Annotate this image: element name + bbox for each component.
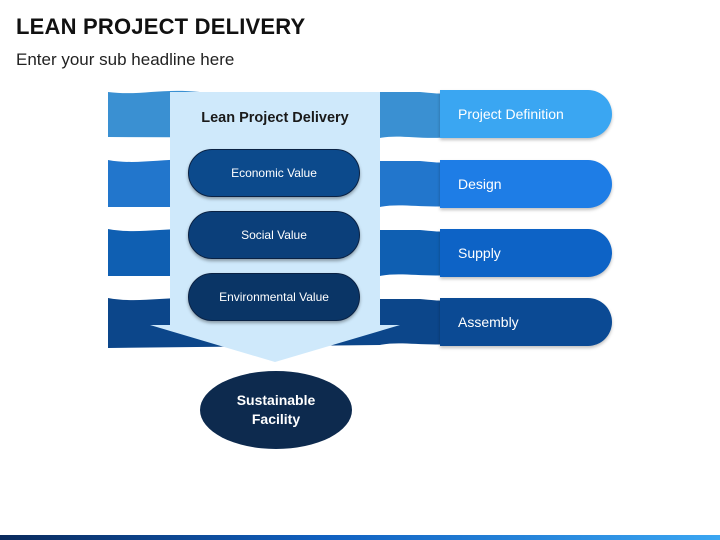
value-pill-economic: Economic Value <box>188 149 360 197</box>
outcome-line-2: Facility <box>251 411 301 427</box>
page-subtitle: Enter your sub headline here <box>16 50 235 69</box>
stage-label: Assembly <box>458 314 519 330</box>
stage-label: Design <box>458 176 502 192</box>
stage-tab-assembly: Assembly <box>440 298 612 346</box>
stage-tab-supply: Supply <box>440 229 612 277</box>
stage-tab-design: Design <box>440 160 612 208</box>
outcome-line-1: Sustainable <box>236 392 316 408</box>
page-title: LEAN PROJECT DELIVERY <box>16 14 306 39</box>
stage-label: Supply <box>458 245 501 261</box>
footer-accent-bar <box>0 535 720 540</box>
stage-label: Project Definition <box>458 106 564 122</box>
center-title: Lean Project Delivery <box>201 110 349 126</box>
value-pill-social: Social Value <box>188 211 360 259</box>
stage-tab-project-definition: Project Definition <box>440 90 612 138</box>
outcome-ellipse: Sustainable Facility <box>200 371 352 449</box>
value-pill-environmental: Environmental Value <box>188 273 360 321</box>
